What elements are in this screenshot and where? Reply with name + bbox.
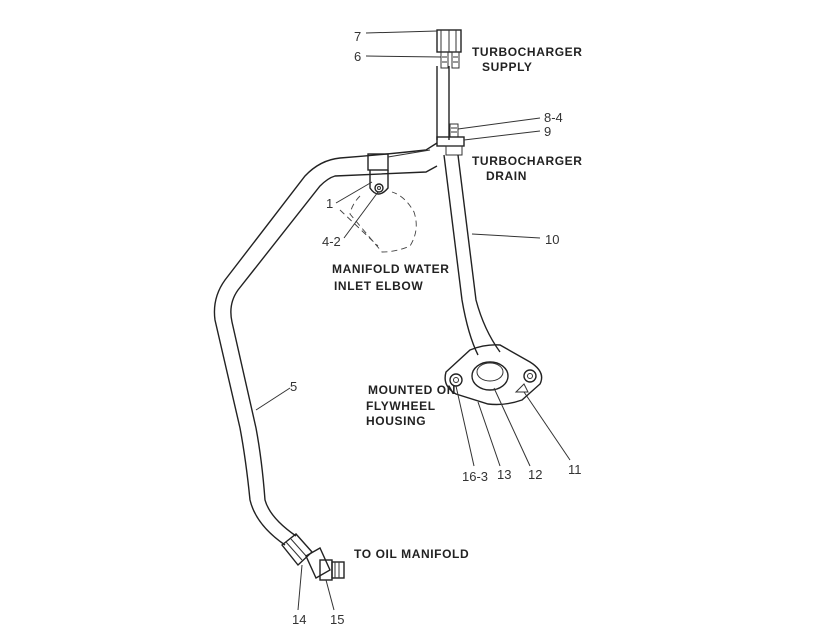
label-to-oil-manifold: TO OIL MANIFOLD	[354, 547, 469, 561]
labels: TURBOCHARGER SUPPLY TURBOCHARGER DRAIN M…	[332, 45, 583, 561]
callout-9: 9	[544, 124, 551, 139]
manifold-water-inlet-elbow	[339, 191, 417, 253]
label-turbocharger-drain-line2: DRAIN	[486, 169, 527, 183]
supply-fitting	[436, 29, 462, 69]
label-manifold-water-line2: INLET ELBOW	[334, 279, 423, 293]
callout-11: 11	[568, 462, 582, 477]
callout-12: 12	[528, 467, 542, 482]
label-turbocharger-drain-line1: TURBOCHARGER	[472, 154, 583, 168]
callout-8-4: 8-4	[544, 110, 563, 125]
callout-14: 14	[292, 612, 306, 627]
oil-line	[213, 142, 438, 546]
callout-6: 6	[354, 49, 361, 64]
clamp	[367, 153, 389, 195]
callout-16-3: 16-3	[462, 469, 488, 484]
callout-numbers: 7 6 8-4 9 1 4-2 10 5 16-3 13 12 11 14 15	[290, 29, 582, 627]
callout-4-2: 4-2	[322, 234, 341, 249]
flywheel-housing-mount	[444, 344, 543, 406]
label-turbocharger-supply-line2: SUPPLY	[482, 60, 533, 74]
callout-1: 1	[326, 196, 333, 211]
label-mounted-on-line2: FLYWHEEL	[366, 399, 436, 413]
leader-lines	[255, 30, 571, 611]
drain-hose	[443, 154, 501, 356]
callout-7: 7	[354, 29, 361, 44]
label-turbocharger-supply-line1: TURBOCHARGER	[472, 45, 583, 59]
label-mounted-on-line1: MOUNTED ON	[368, 383, 456, 397]
drain-flange	[436, 123, 465, 156]
callout-5: 5	[290, 379, 297, 394]
oil-manifold-fittings	[281, 533, 345, 581]
supply-tube	[436, 66, 450, 140]
callout-15: 15	[330, 612, 344, 627]
callout-10: 10	[545, 232, 559, 247]
label-manifold-water-line1: MANIFOLD WATER	[332, 262, 450, 276]
label-mounted-on-line3: HOUSING	[366, 414, 426, 428]
callout-13: 13	[497, 467, 511, 482]
